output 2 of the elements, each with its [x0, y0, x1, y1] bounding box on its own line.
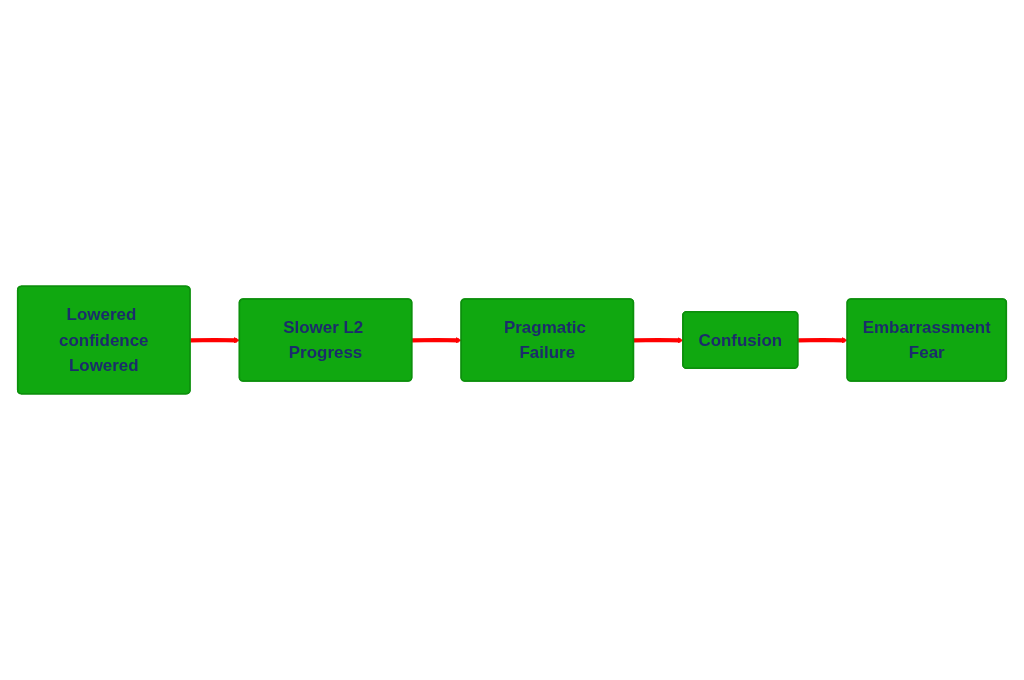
arrow [798, 337, 848, 344]
arrow [412, 337, 462, 344]
